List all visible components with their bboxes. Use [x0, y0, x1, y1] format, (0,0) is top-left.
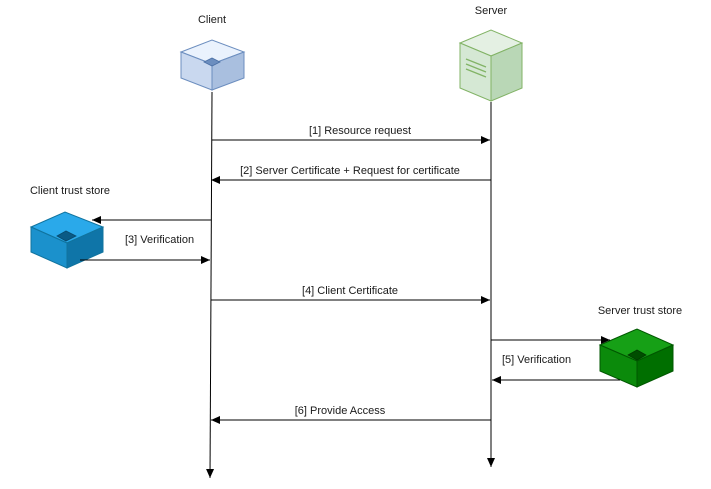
- client-lifeline: [206, 91, 215, 479]
- message-label-1: [1] Resource request: [308, 125, 412, 137]
- client-box-icon: [179, 39, 246, 91]
- message-label-3: [3] Verification: [125, 234, 195, 246]
- server-box-icon: [458, 29, 524, 102]
- message-label-5: [5] Verification: [502, 354, 572, 366]
- client-label: Client: [197, 14, 227, 26]
- message-label-2: [2] Server Certificate + Request for cer…: [240, 165, 460, 177]
- server-label: Server: [474, 5, 508, 17]
- client-trust-store-icon: [29, 211, 105, 269]
- client-trust-store-label: Client trust store: [29, 185, 111, 197]
- message-label-6: [6] Provide Access: [294, 405, 386, 417]
- server-trust-store-icon: [598, 328, 675, 388]
- server-trust-store-label: Server trust store: [597, 305, 683, 317]
- message-label-4: [4] Client Certificate: [302, 285, 398, 297]
